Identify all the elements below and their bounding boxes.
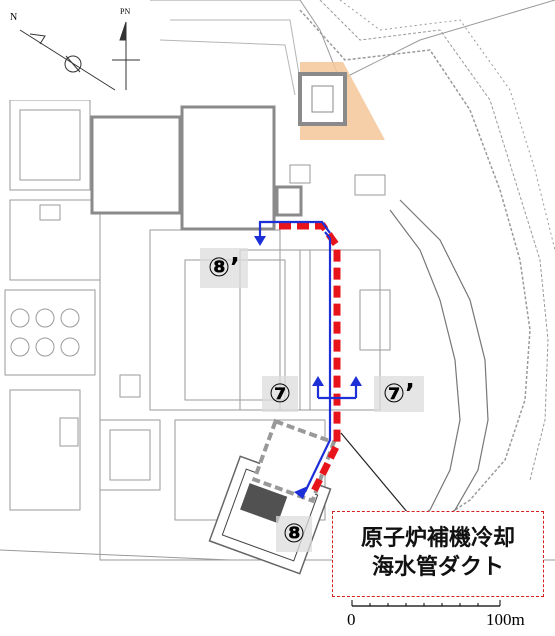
arrowheads: [254, 236, 362, 499]
arrow-head-7prime: [350, 376, 362, 386]
arrow-head-8prime: [254, 236, 266, 246]
duct-callout: 原子炉補機冷却 海水管ダクト: [332, 511, 544, 597]
highlight-area: [298, 62, 385, 140]
callout-leader: [340, 432, 409, 514]
site-structures: [0, 99, 555, 561]
compass-panel: [0, 0, 150, 100]
arrow-head-7: [312, 376, 324, 386]
plant-north-icon: PN: [112, 7, 140, 90]
point-label-7prime: ⑦’: [374, 376, 424, 412]
point-label-7: ⑦: [262, 376, 298, 412]
compass-north-icon: N: [10, 12, 116, 91]
flow-arrows: [258, 220, 358, 493]
callout-line-2: 海水管ダクト: [371, 555, 504, 580]
intake-structure: [208, 418, 337, 575]
plant-north-label: PN: [120, 7, 130, 16]
scale-end-label: 100m: [486, 610, 525, 629]
point-label-8prime: ⑧’: [200, 248, 248, 288]
reactor-buildings: [90, 105, 303, 231]
duct-route: [279, 222, 341, 497]
compass-north-label: N: [10, 12, 17, 23]
scale-bar: [351, 600, 501, 607]
terrain-slope: [150, 0, 555, 541]
arrow-head-8: [294, 486, 308, 499]
point-label-8: ⑧: [276, 516, 312, 552]
scale-start-label: 0: [347, 610, 356, 629]
callout-line-1: 原子炉補機冷却: [360, 526, 515, 552]
